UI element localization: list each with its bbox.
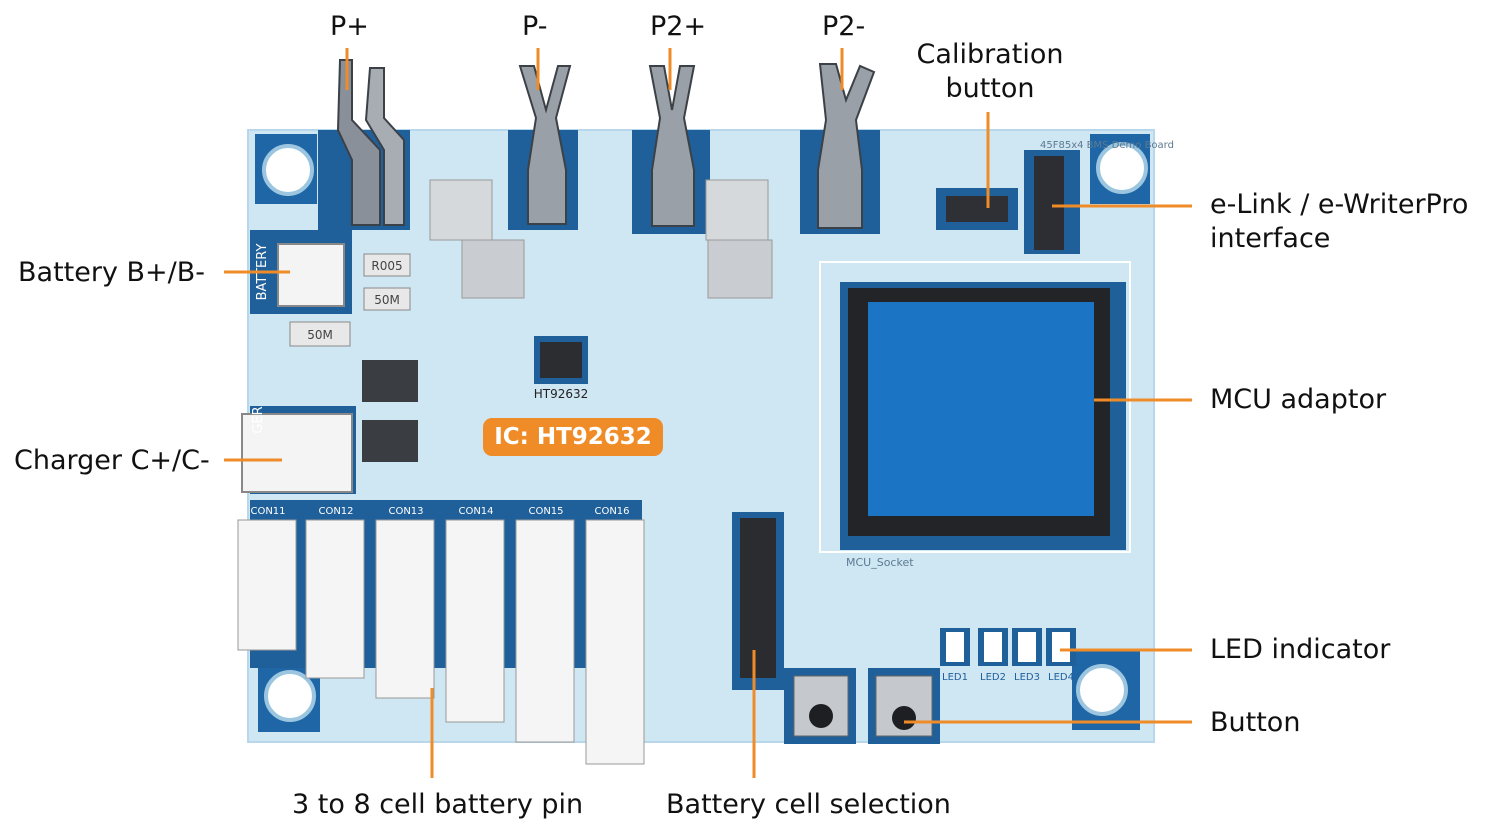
label-p2-plus: P2+ xyxy=(650,11,707,42)
led-indicators: LED1 LED2 LED3 LED4 xyxy=(940,628,1076,683)
resistor-mark-3: 50M xyxy=(307,328,333,342)
con15-label: CON15 xyxy=(528,506,563,517)
cell-selection-header xyxy=(732,512,784,690)
label-led-indicator: LED indicator xyxy=(1210,634,1391,665)
led1-label: LED1 xyxy=(942,672,968,683)
label-p-plus: P+ xyxy=(330,11,369,42)
con16-label: CON16 xyxy=(594,506,629,517)
resistor-mark-2: 50M xyxy=(374,293,400,307)
label-p-minus: P- xyxy=(522,11,548,42)
ic-badge: IC: HT92632 xyxy=(483,418,663,456)
callout-lines xyxy=(224,48,1192,778)
mcu-socket: MCU_Socket xyxy=(819,261,1131,569)
pcb-components: R005 50M 50M HT92632 45F85x4 BMS Demo Bo… xyxy=(289,140,1174,462)
charger-connector-label: GER xyxy=(251,406,266,433)
input-connectors: BATTERY GER xyxy=(241,230,356,494)
label-elink-line2: interface xyxy=(1210,223,1331,254)
mcu-socket-label: MCU_Socket xyxy=(846,556,914,569)
con14-label: CON14 xyxy=(458,506,493,517)
label-elink-interface: e-Link / e-WriterPro interface xyxy=(1210,188,1468,256)
con12-label: CON12 xyxy=(318,506,353,517)
label-cell-pin: 3 to 8 cell battery pin xyxy=(292,789,584,820)
resistor-mark-1: R005 xyxy=(371,259,402,273)
label-calibration-line1: Calibration xyxy=(916,39,1064,70)
label-button: Button xyxy=(1210,707,1301,738)
cell-connectors: CON11 CON12 CON13 CON14 CON15 CON16 xyxy=(237,500,645,765)
led4-label: LED4 xyxy=(1048,672,1074,683)
tact-buttons xyxy=(784,668,940,744)
board-title: 45F85x4 BMS Demo Board xyxy=(1040,140,1174,151)
led3-label: LED3 xyxy=(1014,672,1040,683)
label-charger: Charger C+/C- xyxy=(14,445,210,476)
label-cell-selection: Battery cell selection xyxy=(666,789,951,820)
label-elink-line1: e-Link / e-WriterPro xyxy=(1210,189,1469,220)
mounting-holes xyxy=(255,134,1150,732)
power-terminals xyxy=(318,59,880,234)
label-calibration-line2: button xyxy=(945,73,1035,104)
led2-label: LED2 xyxy=(980,672,1006,683)
con11-label: CON11 xyxy=(250,506,285,517)
label-mcu-adaptor: MCU adaptor xyxy=(1210,384,1387,415)
con13-label: CON13 xyxy=(388,506,423,517)
chip-marking: HT92632 xyxy=(534,387,589,401)
label-p2-minus: P2- xyxy=(822,11,866,42)
label-battery: Battery B+/B- xyxy=(18,257,206,288)
label-calibration-button: Calibration button xyxy=(910,38,1070,106)
